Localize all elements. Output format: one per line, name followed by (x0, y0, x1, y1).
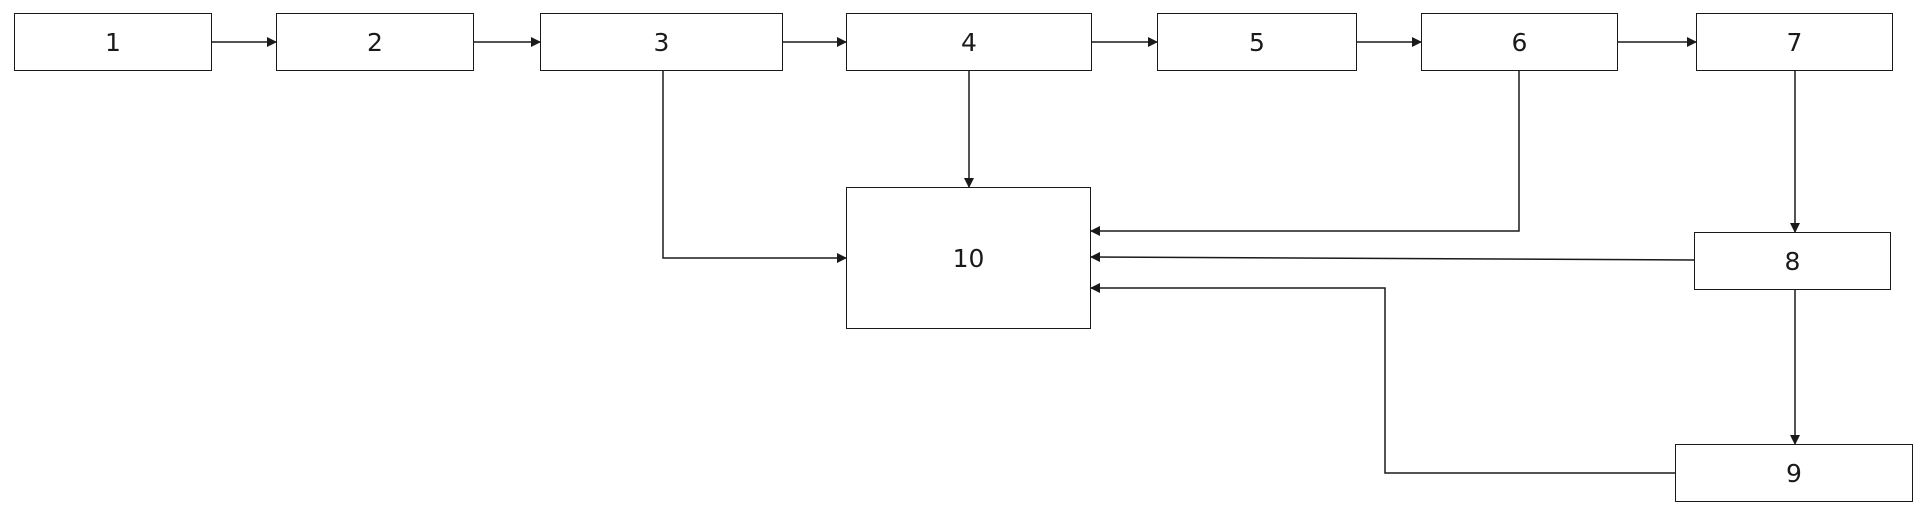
node-8: 8 (1694, 232, 1891, 290)
node-4: 4 (846, 13, 1092, 71)
node-6: 6 (1421, 13, 1618, 71)
edge-9-to-10 (1090, 283, 1675, 474)
node-1: 1 (14, 13, 212, 71)
node-7: 7 (1696, 13, 1893, 71)
node-10: 10 (846, 187, 1091, 329)
node-2: 2 (276, 13, 474, 71)
edge-8-to-10 (1090, 252, 1695, 263)
node-3: 3 (540, 13, 783, 71)
node-9: 9 (1675, 444, 1913, 502)
node-5: 5 (1157, 13, 1357, 71)
edge-3-to-10 (662, 71, 847, 263)
edge-6-to-10 (1090, 71, 1520, 236)
